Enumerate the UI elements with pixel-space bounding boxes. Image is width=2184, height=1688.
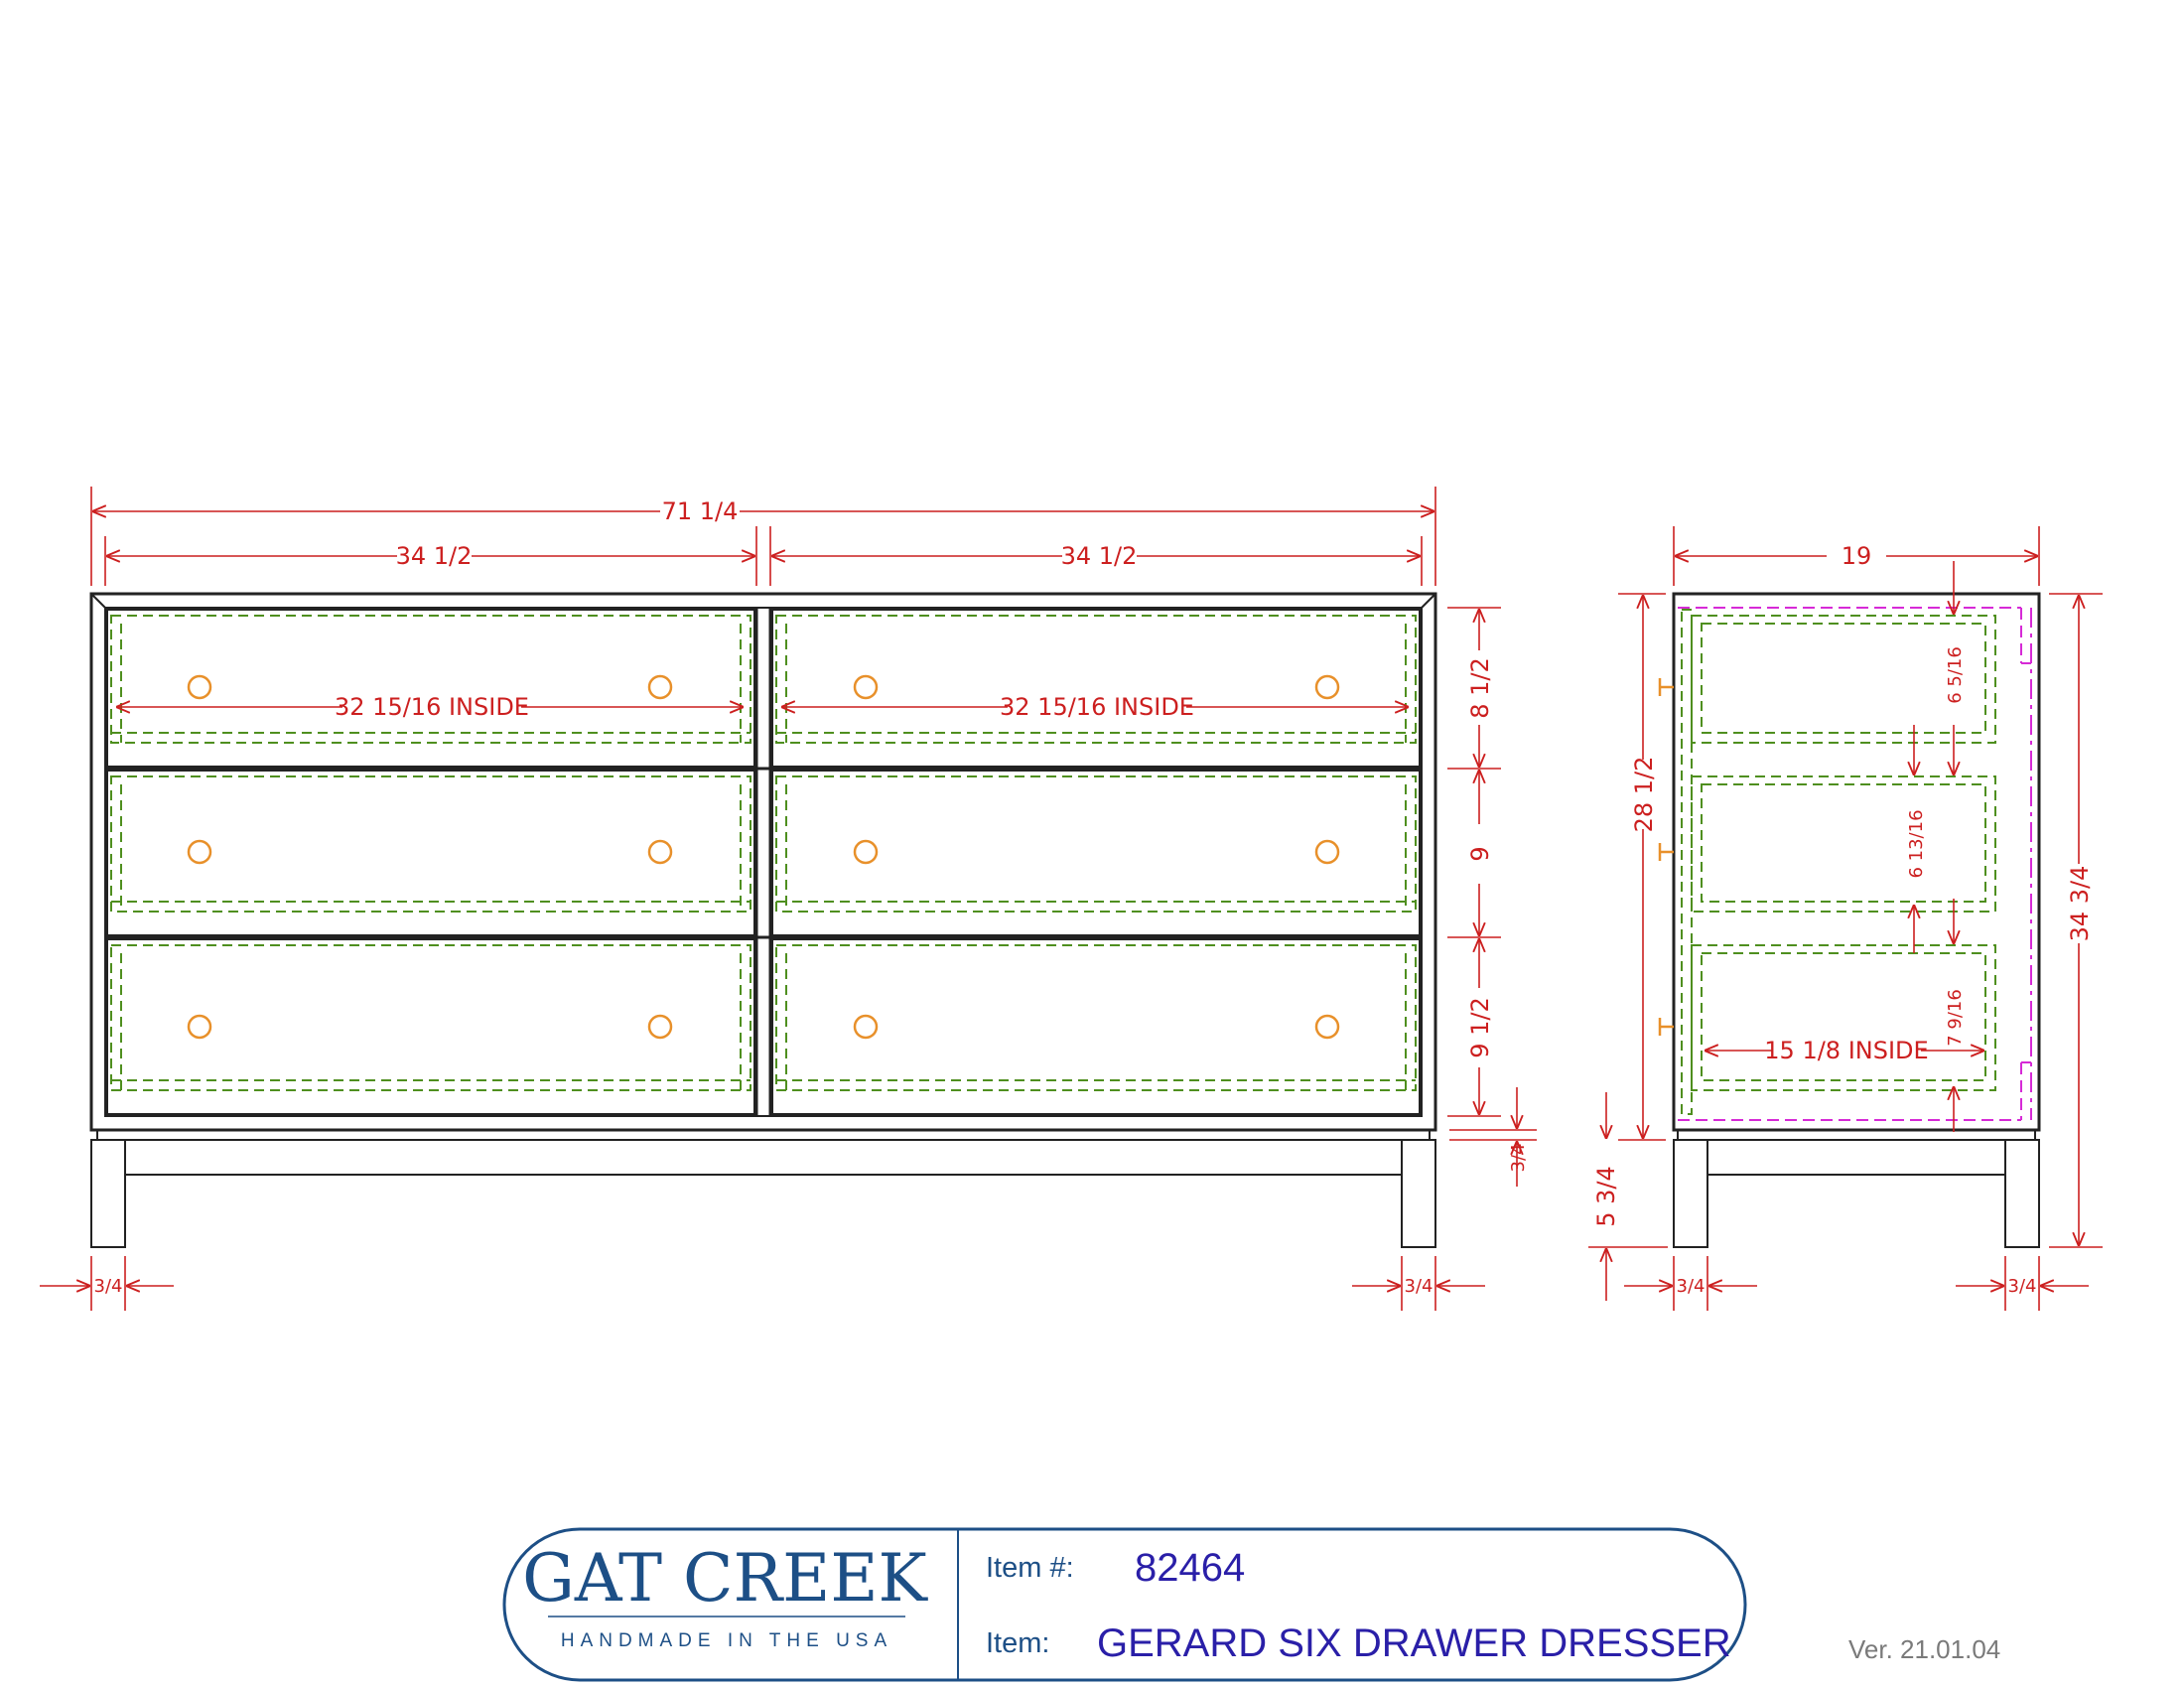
side-dimensions xyxy=(1588,526,2103,1311)
case-face-frame xyxy=(104,607,1423,1117)
front-dimensions xyxy=(40,487,1537,1311)
side-base-top xyxy=(1677,1129,2036,1141)
overall-width-label: 71 1/4 xyxy=(662,497,739,525)
right-leg xyxy=(1401,1139,1436,1248)
knob-profile-icon xyxy=(1658,678,1674,696)
drawer-front xyxy=(106,609,755,768)
drawer-front xyxy=(771,609,1421,768)
knob-icon xyxy=(187,1014,212,1040)
overall-height-label: 34 3/4 xyxy=(2066,866,2094,942)
drawer-front xyxy=(771,770,1421,936)
back-leg-width-label: 3/4 xyxy=(2008,1276,2037,1297)
drawer-front xyxy=(771,938,1421,1115)
item-number-value: 82464 xyxy=(1135,1546,1245,1590)
knob-icon xyxy=(1314,839,1340,865)
top-drawer-depth-label: 6 5/16 xyxy=(1945,646,1966,704)
right-leg-width-label: 3/4 xyxy=(1405,1276,1433,1297)
front-hidden-drawer-boxes xyxy=(110,615,1417,1091)
knob-icon xyxy=(853,839,879,865)
middle-drawer-height-label: 9 xyxy=(1466,846,1494,861)
front-leg-width-label: 3/4 xyxy=(1677,1276,1706,1297)
base-height-label: 5 3/4 xyxy=(1592,1166,1620,1227)
left-leg xyxy=(90,1139,126,1248)
knob-icon xyxy=(647,1014,673,1040)
bottom-drawer-depth-label: 7 9/16 xyxy=(1945,989,1966,1047)
left-section-width-label: 34 1/2 xyxy=(396,542,473,570)
knob-icon xyxy=(853,674,879,700)
knob-icon xyxy=(647,674,673,700)
depth-label: 19 xyxy=(1842,542,1872,570)
right-inside-width-label: 32 15/16 INSIDE xyxy=(1000,693,1194,721)
item-name-value: GERARD SIX DRAWER DRESSER xyxy=(1097,1621,1731,1665)
drawer-front xyxy=(106,938,755,1115)
knob-profile-icon xyxy=(1658,843,1674,861)
side-interior xyxy=(1678,607,2032,1121)
knob-icon xyxy=(647,839,673,865)
front-dimension-labels: 71 1/4 34 1/2 34 1/2 32 15/16 INSIDE 32 … xyxy=(94,497,1529,1297)
side-dimension-labels: 19 28 1/2 5 3/4 34 3/4 6 5/16 6 13/16 7 … xyxy=(1592,542,2094,1297)
left-inside-width-label: 32 15/16 INSIDE xyxy=(335,693,529,721)
side-view xyxy=(1672,592,2041,1248)
version-label: Ver. 21.01.04 xyxy=(1848,1634,2000,1664)
drawer-inside-length-label: 15 1/8 INSIDE xyxy=(1764,1037,1928,1064)
top-drawer-height-label: 8 1/2 xyxy=(1466,657,1494,719)
front-view xyxy=(89,592,1437,1248)
case-outline xyxy=(89,592,1437,1132)
title-block: GAT CREEK HANDMADE IN THE USA Item #: 82… xyxy=(502,1527,2000,1682)
item-number-label: Item #: xyxy=(986,1552,1074,1584)
brand-logo: GAT CREEK xyxy=(522,1540,928,1617)
side-hidden-drawer-boxes xyxy=(1681,609,1996,1115)
knob-icon xyxy=(1314,674,1340,700)
right-section-width-label: 34 1/2 xyxy=(1061,542,1138,570)
item-label: Item: xyxy=(986,1627,1049,1659)
knob-icon xyxy=(853,1014,879,1040)
bottom-drawer-height-label: 9 1/2 xyxy=(1466,997,1494,1058)
side-back-leg xyxy=(2004,1139,2040,1248)
base-top xyxy=(96,1129,1431,1141)
knob-icon xyxy=(187,674,212,700)
drawer-front xyxy=(106,770,755,936)
knob-profile-icon xyxy=(1658,1018,1674,1036)
knob-icon xyxy=(1314,1014,1340,1040)
middle-drawer-depth-label: 6 13/16 xyxy=(1906,809,1927,878)
case-height-label: 28 1/2 xyxy=(1630,757,1658,833)
side-front-leg xyxy=(1673,1139,1708,1248)
side-knobs xyxy=(1658,678,1674,1036)
apron-thickness-label: 3/4 xyxy=(1508,1144,1529,1173)
knob-icon xyxy=(187,839,212,865)
left-leg-width-label: 3/4 xyxy=(94,1276,123,1297)
title-block-frame xyxy=(502,1527,1747,1682)
knobs xyxy=(187,674,1340,1040)
brand-tagline: HANDMADE IN THE USA xyxy=(561,1630,892,1651)
